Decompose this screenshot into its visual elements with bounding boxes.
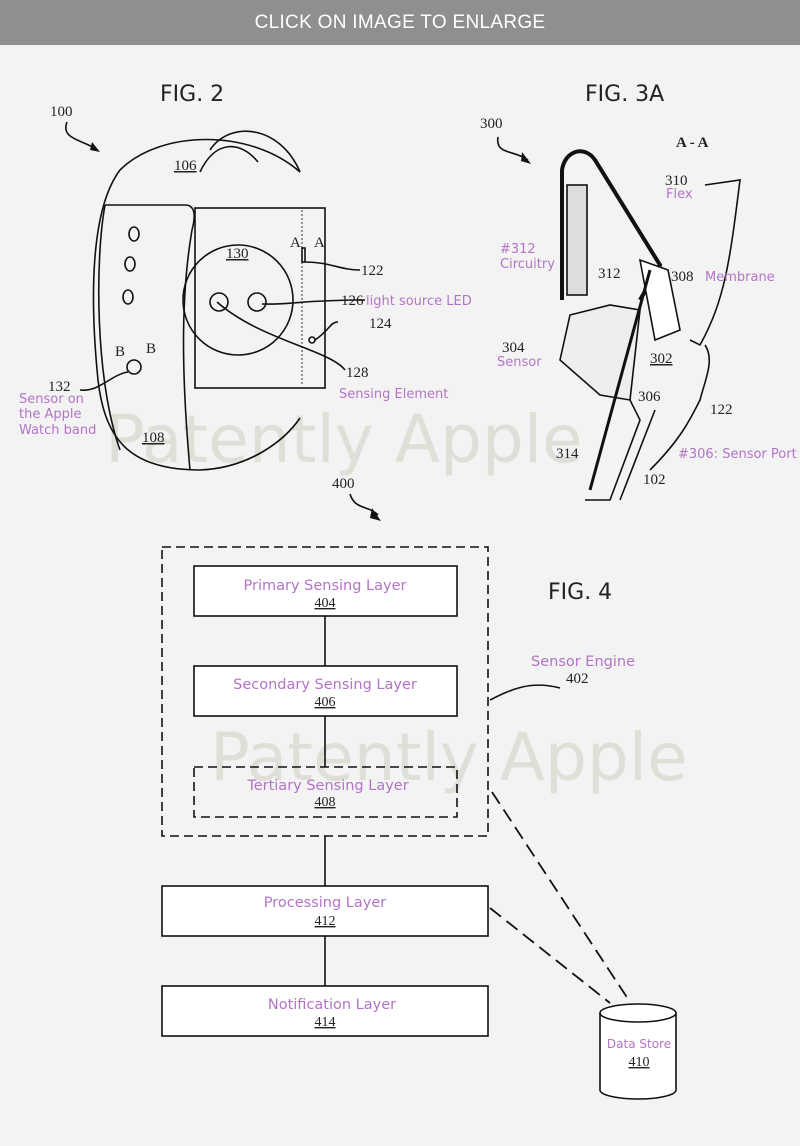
ref-106: 106	[174, 158, 197, 174]
layer-label: Tertiary Sensing Layer	[246, 778, 408, 794]
layer-num: 408	[315, 795, 336, 810]
watch-band	[92, 138, 301, 471]
note-sensor: Sensor	[497, 355, 542, 370]
ref-306: 306	[638, 389, 661, 405]
layer-label: Primary Sensing Layer	[244, 578, 407, 594]
note-flex: Flex	[666, 187, 693, 202]
section-a-left: A	[290, 235, 301, 251]
layer-num: 404	[315, 596, 336, 611]
layer-notification[interactable]: Notification Layer 414	[161, 985, 489, 1037]
ref-122: 122	[710, 402, 733, 418]
layer-primary[interactable]: Primary Sensing Layer 404	[193, 565, 458, 617]
section-b-right: B	[146, 341, 156, 357]
ref-130: 130	[226, 246, 249, 262]
note-sensor-port: #306: Sensor Port	[678, 447, 797, 462]
layer-tertiary[interactable]: Tertiary Sensing Layer 408	[193, 766, 458, 818]
ref-302: 302	[650, 351, 673, 367]
ref-300: 300	[480, 116, 503, 132]
layer-secondary[interactable]: Secondary Sensing Layer 406	[193, 665, 458, 717]
note-band-line1: Sensor on	[19, 392, 84, 407]
layer-num: 406	[315, 695, 336, 710]
patent-figures[interactable]: Patently Apple Patently Apple FIG. 2 100…	[0, 45, 800, 1146]
note-sensing-element: Sensing Element	[339, 387, 448, 402]
section-a-right: A	[314, 235, 325, 251]
ref-100: 100	[50, 104, 73, 120]
note-light-source-led: light source LED	[366, 294, 472, 309]
fig3a: FIG. 3A A - A 300 310 Flex #312 Circuitr…	[480, 82, 797, 501]
layer-label: Notification Layer	[268, 997, 396, 1013]
sensor-engine-label: Sensor Engine	[531, 654, 635, 670]
note-circuitry-num: #312	[500, 242, 536, 257]
ref-400: 400	[332, 476, 355, 492]
data-store-label: Data Store	[607, 1037, 671, 1051]
fig3a-title: FIG. 3A	[585, 82, 664, 107]
note-band-line2: the Apple	[19, 407, 81, 422]
fig2-title: FIG. 2	[160, 82, 224, 107]
ref-304: 304	[502, 340, 525, 356]
ref-122: 122	[361, 263, 384, 279]
ref-126: 126	[341, 293, 364, 309]
ref-124: 124	[369, 316, 392, 332]
note-band-line3: Watch band	[19, 423, 96, 438]
ref-312: 312	[598, 266, 621, 282]
section-b-left: B	[115, 344, 125, 360]
fig4-title: FIG. 4	[548, 580, 612, 605]
layer-label: Processing Layer	[264, 895, 387, 911]
ref-308: 308	[671, 269, 694, 285]
ref-132: 132	[48, 379, 71, 395]
layer-num: 414	[315, 1015, 336, 1030]
ref-314: 314	[556, 446, 579, 462]
layer-num: 412	[315, 914, 336, 929]
note-membrane: Membrane	[705, 270, 775, 285]
click-to-enlarge-banner[interactable]: CLICK ON IMAGE TO ENLARGE	[0, 0, 800, 45]
ref-102: 102	[643, 472, 666, 488]
ref-108: 108	[142, 430, 165, 446]
ref-310: 310	[665, 173, 688, 189]
watermark: Patently Apple	[105, 401, 583, 478]
ref-128: 128	[346, 365, 369, 381]
fig2: FIG. 2 100 106 108 130 A A B B 122 126	[19, 82, 472, 471]
arrow-head-icon	[90, 142, 100, 152]
layer-label: Secondary Sensing Layer	[233, 677, 417, 693]
layer-processing[interactable]: Processing Layer 412	[161, 885, 489, 937]
watermark: Patently Apple	[210, 719, 688, 796]
section-label: A - A	[676, 135, 709, 151]
data-store-cylinder[interactable]: Data Store 410	[599, 1003, 677, 1100]
fig4: 400 FIG. 4 Sensor Engine 402 Primary Sen…	[161, 476, 677, 1100]
sensor-engine-num: 402	[566, 671, 589, 687]
data-store-num: 410	[629, 1055, 650, 1070]
note-circuitry: Circuitry	[500, 257, 555, 272]
